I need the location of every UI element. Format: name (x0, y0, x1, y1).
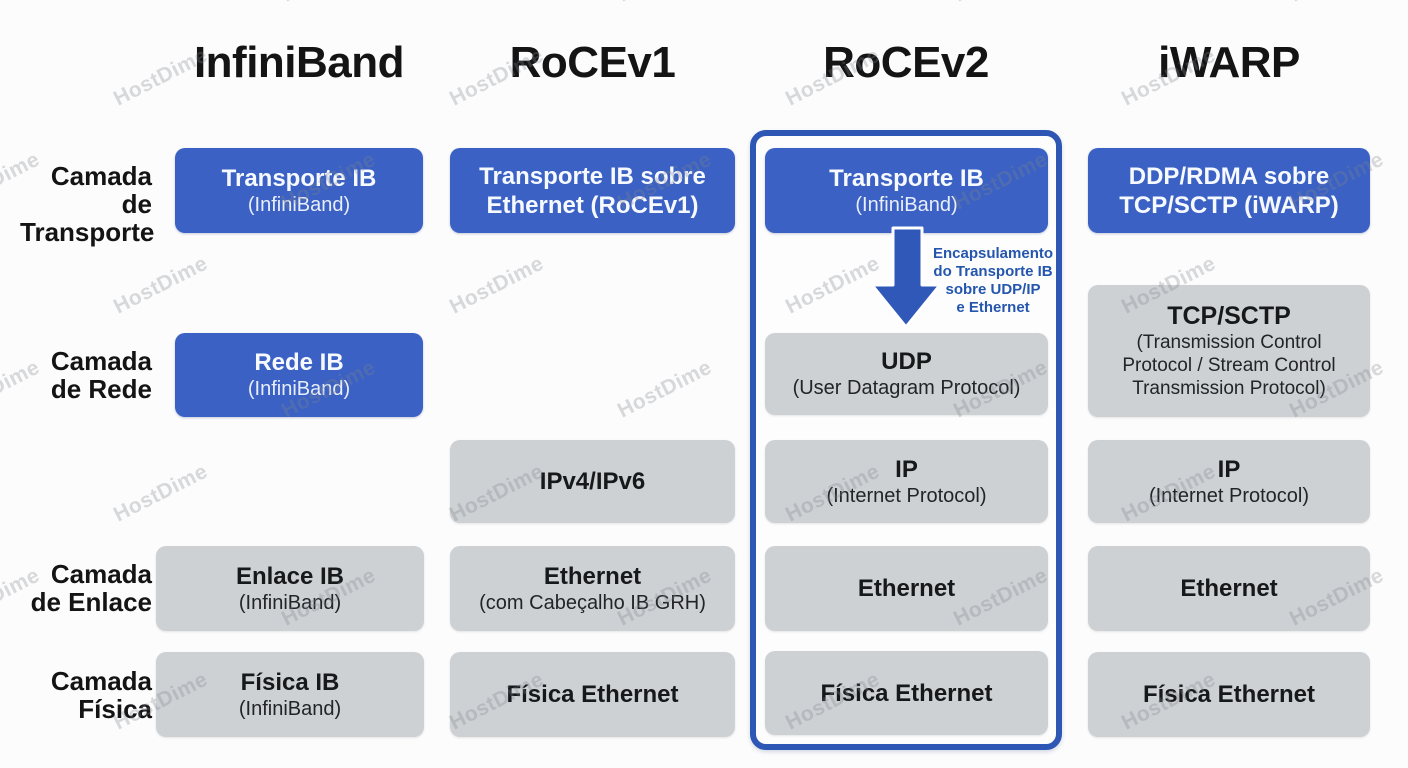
box-subtitle: (Internet Protocol) (1148, 484, 1310, 507)
row-label-line: Física (78, 694, 152, 724)
box-title: Transporte IB (829, 164, 984, 192)
box-title: Rede IB (254, 349, 344, 376)
encapsulation-arrow-icon (870, 226, 942, 329)
box-infiniband-network: Rede IB (InfiniBand) (175, 333, 423, 417)
box-infiniband-transport: Transporte IB (InfiniBand) (175, 148, 423, 233)
column-header-iwarp: iWARP (1158, 38, 1300, 87)
note-line: sobre UDP/IP (945, 281, 1041, 298)
column-header-infiniband: InfiniBand (193, 38, 405, 87)
box-rocev2-ethernet: Ethernet (765, 546, 1048, 631)
box-subtitle-line: Transmission Protocol) (1132, 378, 1326, 399)
box-title: UDP (881, 348, 932, 375)
watermark-text: HostDime (950, 0, 1052, 7)
box-subtitle: (Internet Protocol) (826, 484, 987, 507)
row-label-network-layer: Camada de Rede (20, 347, 152, 403)
watermark-text: HostDime (446, 251, 548, 319)
watermark-text: HostDime (0, 0, 44, 7)
box-title-line2: TCP/SCTP (iWARP) (1119, 191, 1339, 219)
box-iwarp-ip: IP (Internet Protocol) (1088, 440, 1370, 523)
note-line: e Ethernet (956, 299, 1030, 316)
box-subtitle: (com Cabeçalho IB GRH) (479, 591, 706, 614)
box-title: Ethernet (857, 575, 956, 602)
row-label-line: Camada (50, 346, 152, 376)
box-title: Física Ethernet (1142, 681, 1316, 708)
box-title: Física IB (240, 668, 340, 696)
box-iwarp-ethernet: Ethernet (1088, 546, 1370, 631)
watermark-text: HostDime (614, 0, 716, 7)
box-subtitle: (User Datagram Protocol) (792, 377, 1021, 399)
box-infiniband-physical: Física IB (InfiniBand) (156, 652, 424, 737)
row-label-line: Transporte (20, 217, 155, 247)
box-rocev1-transport: Transporte IB sobre Ethernet (RoCEv1) (450, 148, 735, 233)
box-rocev2-physical: Física Ethernet (765, 651, 1048, 735)
row-label-line: Camada (50, 559, 152, 589)
box-title: DDP/RDMA sobre (1128, 162, 1330, 190)
row-label-line: Camada de (50, 161, 152, 219)
box-title: Física Ethernet (506, 681, 679, 708)
watermark-text: HostDime (278, 0, 380, 7)
box-iwarp-tcp-sctp: TCP/SCTP (Transmission Control Protocol … (1088, 285, 1370, 417)
note-line: Encapsulamento (932, 245, 1054, 262)
box-title: Transporte IB (221, 164, 377, 192)
box-title: Física Ethernet (820, 679, 993, 707)
box-subtitle: (InfiniBand) (247, 378, 351, 400)
column-header-rocev2: RoCEv2 (823, 38, 989, 87)
row-label-transport-layer: Camada de Transporte (20, 161, 155, 247)
encapsulation-note: Encapsulamento do Transporte IB sobre UD… (928, 245, 1058, 317)
box-infiniband-link: Enlace IB (InfiniBand) (156, 546, 424, 631)
box-subtitle: (InfiniBand) (247, 193, 351, 216)
row-label-line: Camada (50, 666, 152, 696)
box-rocev2-transport: Transporte IB (InfiniBand) (765, 148, 1048, 233)
box-subtitle-line: (Transmission Control (1136, 332, 1322, 353)
column-header-rocev1: RoCEv1 (509, 38, 676, 87)
box-subtitle: (InfiniBand) (238, 591, 342, 614)
row-label-link-layer: Camada de Enlace (20, 560, 152, 616)
box-rocev1-network: IPv4/IPv6 (450, 440, 735, 523)
box-rocev2-udp: UDP (User Datagram Protocol) (765, 333, 1048, 415)
box-title: TCP/SCTP (1167, 302, 1291, 330)
box-subtitle-line: Protocol / Stream Control (1122, 355, 1336, 376)
watermark-text: HostDime (110, 459, 212, 527)
box-title: Ethernet (1180, 575, 1278, 602)
box-rocev2-ip: IP (Internet Protocol) (765, 440, 1048, 523)
box-title: IP (1217, 455, 1241, 483)
box-subtitle: (InfiniBand) (855, 193, 958, 216)
box-title-line2: Ethernet (RoCEv1) (486, 191, 699, 219)
box-subtitle: (InfiniBand) (238, 697, 342, 720)
box-title: Transporte IB sobre (479, 162, 706, 190)
box-iwarp-physical: Física Ethernet (1088, 652, 1370, 737)
box-title: Enlace IB (235, 562, 345, 590)
note-line: do Transporte IB (933, 263, 1053, 280)
box-title: IPv4/IPv6 (539, 468, 646, 495)
box-title: IP (895, 455, 918, 483)
row-label-line: de Enlace (30, 587, 152, 617)
row-label-physical-layer: Camada Física (20, 667, 152, 723)
box-title: Ethernet (543, 562, 642, 590)
box-rocev1-link: Ethernet (com Cabeçalho IB GRH) (450, 546, 735, 631)
watermark-text: HostDime (110, 251, 212, 319)
row-label-line: de Rede (50, 374, 152, 404)
box-rocev1-physical: Física Ethernet (450, 652, 735, 737)
watermark-text: HostDime (614, 355, 716, 423)
watermark-text: HostDime (1286, 0, 1388, 7)
box-iwarp-transport: DDP/RDMA sobre TCP/SCTP (iWARP) (1088, 148, 1370, 233)
